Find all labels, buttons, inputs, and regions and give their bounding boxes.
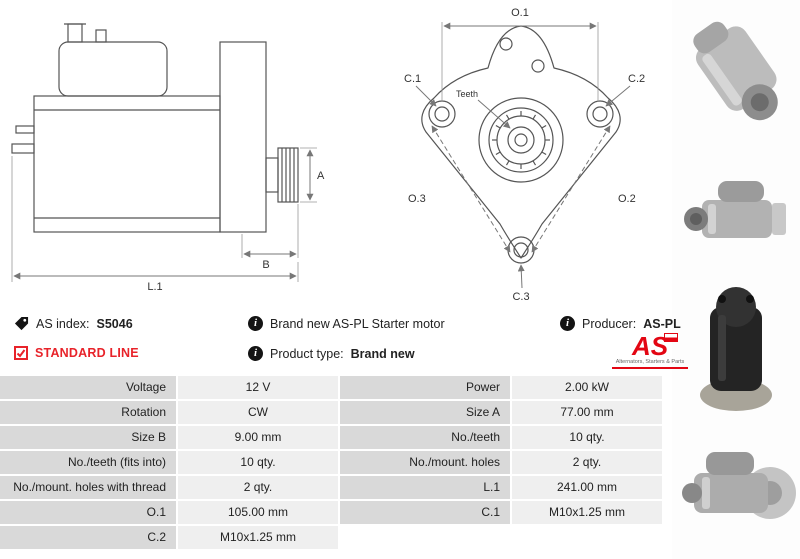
spec-table: Voltage 12 V Power 2.00 kW Rotation CW S…	[0, 376, 662, 549]
dim-label-a: A	[317, 170, 325, 182]
product-photo-1	[672, 0, 800, 140]
side-extension-lines	[11, 147, 317, 282]
spec-value-cell: CW	[178, 401, 338, 424]
as-pl-logo-tagline: Alternators, Starters & Parts	[615, 359, 685, 365]
dim-label-o1: O.1	[511, 7, 529, 19]
front-view-drawing: O.1 C.1 C.2 Teeth O.3 O.2 C.3	[404, 7, 645, 303]
starter-front-outline	[421, 25, 621, 264]
spec-value-cell: 105.00 mm	[178, 501, 338, 524]
spec-value-cell: 241.00 mm	[512, 476, 662, 499]
spec-value-cell: 2 qty.	[178, 476, 338, 499]
producer-row: i Producer: AS-PL	[560, 316, 681, 331]
producer-label: Producer:	[582, 316, 637, 331]
as-pl-logo-flag-icon	[664, 333, 678, 342]
as-index-label: AS index:	[36, 316, 90, 331]
spec-label-cell: Size B	[0, 426, 176, 449]
spec-label-cell: No./mount. holes	[340, 451, 510, 474]
spec-label-cell: Rotation	[0, 401, 176, 424]
spec-value-cell: 77.00 mm	[512, 401, 662, 424]
front-extension-lines	[441, 22, 599, 102]
standard-line-row: STANDARD LINE	[14, 346, 139, 360]
spec-value-cell: 2 qty.	[512, 451, 662, 474]
dim-label-c2: C.2	[628, 73, 645, 85]
product-photo-2	[672, 139, 800, 280]
spec-label-cell: Voltage	[0, 376, 176, 399]
spec-label-cell: Size A	[340, 401, 510, 424]
brand-new-text: Brand new AS-PL Starter motor	[270, 316, 445, 331]
front-dimension-lines	[415, 22, 631, 289]
product-photos-column	[672, 0, 800, 559]
tag-icon	[14, 316, 29, 331]
as-pl-logo-mark: AS	[612, 333, 688, 359]
as-index-row: AS index: S5046	[14, 316, 133, 331]
product-type-row: i Product type: Brand new	[248, 346, 415, 361]
product-type-value: Brand new	[350, 346, 415, 361]
spec-label-cell: C.1	[340, 501, 510, 524]
spec-value-cell: 10 qty.	[178, 451, 338, 474]
spec-label-cell: No./teeth (fits into)	[0, 451, 176, 474]
side-view-drawing: A B L.1	[11, 23, 325, 293]
dim-label-o3: O.3	[408, 193, 426, 205]
checkbox-checked-icon	[14, 346, 28, 360]
spec-value-cell: 10 qty.	[512, 426, 662, 449]
spec-value-cell: M10x1.25 mm	[178, 526, 338, 549]
spec-label-cell: L.1	[340, 476, 510, 499]
spec-label-cell: Power	[340, 376, 510, 399]
spec-value-cell: 12 V	[178, 376, 338, 399]
producer-value: AS-PL	[643, 316, 681, 331]
dim-label-c1: C.1	[404, 73, 421, 85]
side-dimension-lines	[13, 149, 314, 280]
spec-label-cell: C.2	[0, 526, 176, 549]
info-icon: i	[248, 346, 263, 361]
spec-label-cell: No./teeth	[340, 426, 510, 449]
spec-label-cell: O.1	[0, 501, 176, 524]
dim-label-c3: C.3	[512, 291, 529, 303]
as-index-value: S5046	[96, 316, 133, 331]
dim-label-l1: L.1	[147, 281, 162, 293]
standard-line-label: STANDARD LINE	[35, 346, 139, 360]
product-photo-3	[672, 279, 800, 420]
dim-label-teeth: Teeth	[456, 89, 478, 99]
info-icon: i	[248, 316, 263, 331]
starter-side-outline	[11, 23, 299, 233]
spec-value-cell: M10x1.25 mm	[512, 501, 662, 524]
dim-label-b: B	[262, 259, 269, 271]
spec-value-cell	[512, 526, 662, 549]
spec-value-cell: 9.00 mm	[178, 426, 338, 449]
as-pl-logo: AS Alternators, Starters & Parts	[612, 333, 688, 369]
spec-label-cell: No./mount. holes with thread	[0, 476, 176, 499]
product-photo-4	[672, 419, 800, 559]
brand-new-row: i Brand new AS-PL Starter motor	[248, 316, 445, 331]
dim-label-o2: O.2	[618, 193, 636, 205]
spec-value-cell: 2.00 kW	[512, 376, 662, 399]
info-icon: i	[560, 316, 575, 331]
as-pl-logo-bar	[612, 367, 688, 369]
product-type-label: Product type:	[270, 346, 344, 361]
spec-label-cell	[340, 526, 510, 549]
